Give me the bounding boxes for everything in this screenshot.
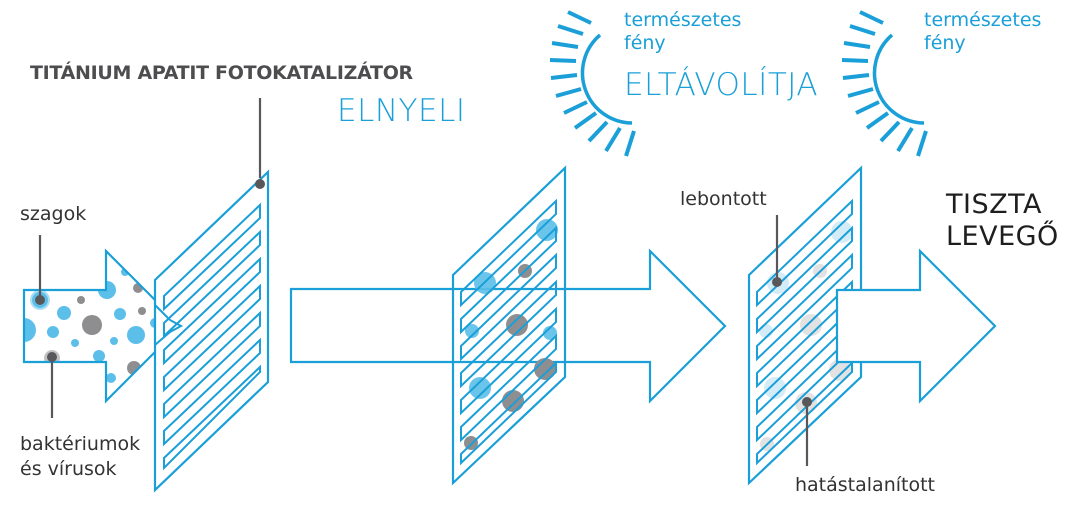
clean-air-line-2: LEVEGŐ [946,221,1059,253]
clean-air-arrow-icon [835,248,997,404]
natural-light-line-2: fény [924,32,966,55]
natural-light-line-1: természetes [624,9,742,31]
filter-panel-icon [747,165,863,486]
pass-through-arrow-icon [289,248,727,404]
bacteria-line-2: és vírusok [20,457,117,480]
natural-light-line-1: természetes [924,9,1042,31]
sun-icon [841,10,928,157]
natural-light-label-2: természetes fény [924,9,1041,55]
sun-icon [549,10,636,157]
removes-label: ELTÁVOLÍTJA [624,67,819,103]
clean-air-label: TISZTA LEVEGŐ [946,189,1059,254]
leader-lines [35,98,812,466]
neutralized-label: hatástalanított [795,474,935,496]
bacteria-line-1: baktériumok [20,433,141,455]
absorbs-label: ELNYELI [337,93,466,129]
decomposed-label: lebontott [680,188,767,210]
odors-label: szagok [20,203,87,225]
page-title: TITÁNIUM APATIT FOTOKATALIZÁTOR [30,62,413,84]
filter-panel-icon [451,165,567,486]
natural-light-label-1: természetes fény [624,9,741,55]
natural-light-line-2: fény [624,32,666,55]
clean-air-line-1: TISZTA [946,189,1042,220]
bacteria-viruses-label: baktériumok és vírusok [20,432,140,481]
filter-panel-icon [153,169,270,493]
